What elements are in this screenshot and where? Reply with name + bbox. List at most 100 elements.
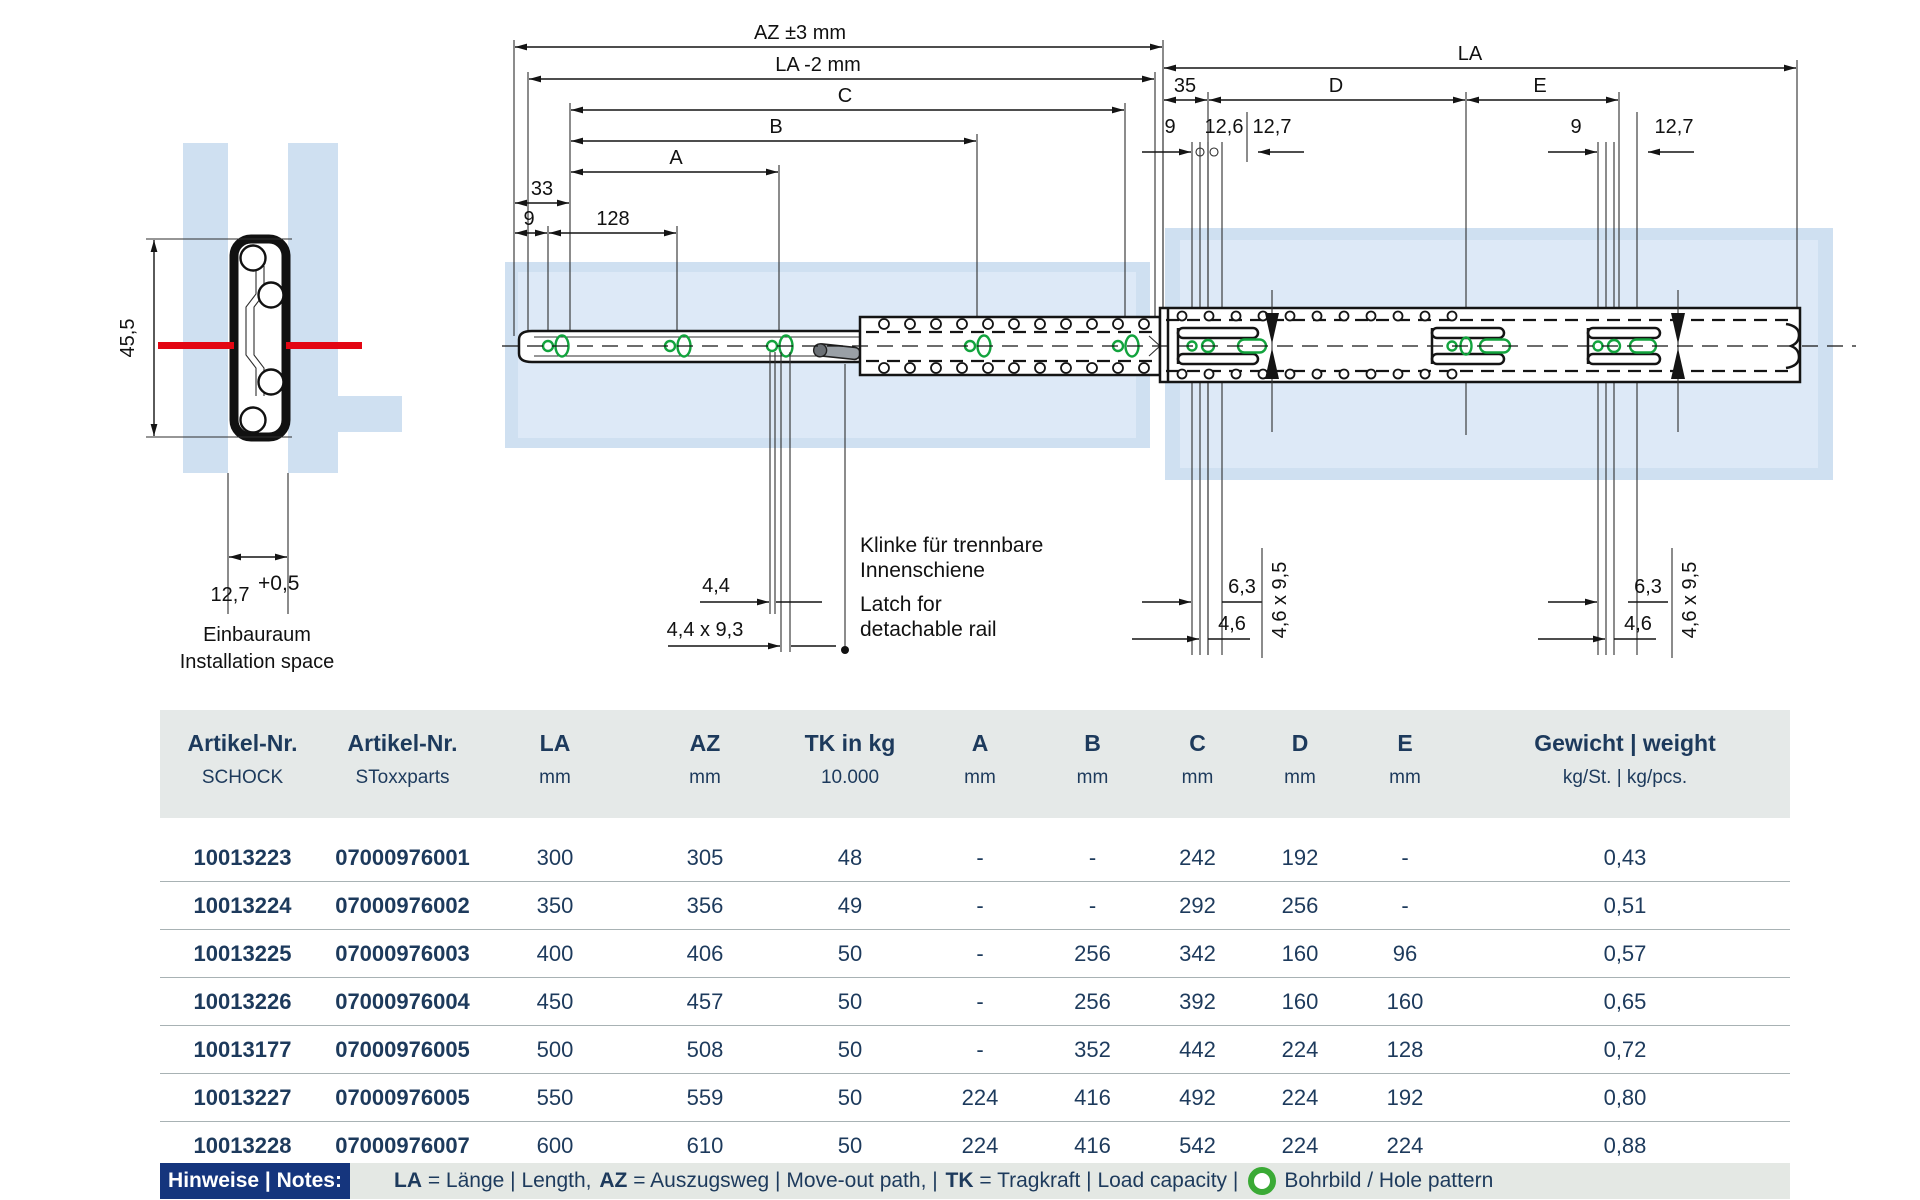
- value-cell: 0,51: [1603, 892, 1647, 918]
- latch-note-de-2: Innenschiene: [860, 559, 985, 582]
- value-cell: 0,57: [1603, 940, 1647, 966]
- latch-lever: [812, 343, 861, 361]
- value-cell: -: [1401, 892, 1409, 918]
- article-number: 10013225: [193, 940, 292, 966]
- header-sublabel: 10.000: [820, 767, 880, 788]
- notes-tk-key: TK: [945, 1169, 974, 1192]
- value-cell: 50: [837, 1132, 863, 1158]
- dim-46x95-left-label: 4,6 x 9,5: [1269, 562, 1291, 639]
- notes-az-def: = Auszugsweg | Move-out path, |: [627, 1169, 944, 1192]
- panel-right: [288, 143, 338, 473]
- value-cell: 96: [1392, 940, 1418, 966]
- article-number: 10013226: [193, 988, 292, 1014]
- article-number: 10013223: [193, 844, 292, 870]
- value-cell: 416: [1074, 1132, 1111, 1158]
- value-cell: 224: [1386, 1132, 1424, 1158]
- dim-44-label: 4,4: [702, 575, 730, 597]
- value-cell: 256: [1074, 940, 1111, 966]
- header-label: E: [1397, 730, 1413, 756]
- value-cell: 50: [837, 1084, 863, 1110]
- col-weight: Gewicht | weight kg/St. | kg/pcs.: [1460, 730, 1790, 818]
- header-sublabel: mm: [539, 767, 571, 788]
- notes-hole-pattern: Bohrbild / Hole pattern: [1284, 1169, 1494, 1192]
- value-cell: 224: [961, 1132, 999, 1158]
- dim-128-label: 128: [596, 208, 629, 230]
- value-cell: 352: [1074, 1036, 1111, 1062]
- centerline-mark-right: [286, 342, 362, 349]
- header-label: Artikel-Nr.: [187, 730, 298, 756]
- dim-63-right-label: 6,3: [1634, 576, 1662, 598]
- notes-az-key: AZ: [599, 1169, 628, 1192]
- header-label: A: [971, 730, 989, 756]
- value-cell: 192: [1386, 1084, 1424, 1110]
- value-cell: 50: [837, 940, 863, 966]
- dim-9-left-label: 9: [1164, 116, 1175, 138]
- value-cell: 508: [686, 1036, 724, 1062]
- value-cell: 350: [536, 892, 574, 918]
- value-cell: 400: [536, 940, 574, 966]
- value-cell: 406: [686, 940, 724, 966]
- article-number: 07000976005: [335, 1084, 470, 1110]
- article-number: 07000976001: [335, 844, 470, 870]
- dim-c-label: C: [838, 85, 852, 107]
- header-label: Gewicht | weight: [1534, 730, 1716, 756]
- ball-bearings-2: [1176, 310, 1458, 380]
- article-number: 07000976004: [335, 988, 470, 1014]
- technical-drawing: 45,5 12,7 +0,5 Einbauraum Installation s…: [117, 22, 1856, 673]
- value-cell: 610: [686, 1132, 724, 1158]
- value-cell: -: [1088, 892, 1097, 918]
- header-sublabel: mm: [1181, 767, 1214, 788]
- article-number: 07000976002: [335, 892, 470, 918]
- value-cell: 550: [536, 1084, 574, 1110]
- value-cell: 160: [1281, 988, 1319, 1014]
- dim-b-label: B: [769, 116, 782, 138]
- value-cell: -: [1401, 844, 1409, 870]
- value-cell: 256: [1281, 892, 1319, 918]
- extended-slide-drawing: AZ ±3 mm LA -2 mm C B A 33 9 128: [505, 22, 1164, 654]
- header-sublabel: mm: [1076, 767, 1109, 788]
- value-cell: 160: [1386, 988, 1424, 1014]
- notes-label: Hinweise | Notes:: [160, 1163, 350, 1199]
- dim-9-right-label: 9: [1570, 116, 1581, 138]
- dim-35-label: 35: [1174, 75, 1196, 97]
- header-sublabel: mm: [1389, 767, 1421, 788]
- slide-profile-icon: [229, 234, 291, 442]
- value-cell: 450: [536, 988, 574, 1014]
- hole-pattern-icon: [1248, 1167, 1277, 1195]
- value-cell: -: [976, 988, 984, 1014]
- value-cell: 192: [1281, 844, 1319, 870]
- dim-az-label: AZ ±3 mm: [754, 22, 846, 44]
- col-artikel-schock: Artikel-Nr.SCHOCK: [160, 730, 325, 818]
- latch-note-de-1: Klinke für trennbare: [860, 534, 1043, 557]
- header-label: B: [1084, 730, 1101, 756]
- section-markers: [1265, 290, 1685, 432]
- value-cell: 224: [1281, 1036, 1319, 1062]
- dim-33-label: 33: [531, 178, 553, 200]
- dim-e-label: E: [1533, 75, 1546, 97]
- value-cell: 128: [1386, 1036, 1424, 1062]
- value-cell: 48: [837, 844, 863, 870]
- dim-127-right-label: 12,7: [1655, 116, 1694, 138]
- latch-note-en-1: Latch for: [860, 593, 942, 616]
- header-sublabel: mm: [689, 767, 721, 788]
- value-cell: 392: [1179, 988, 1216, 1014]
- header-label: LA: [539, 730, 571, 756]
- col-artikel-stoxxparts: Artikel-Nr.SToxxparts: [325, 730, 480, 818]
- value-cell: 542: [1179, 1132, 1216, 1158]
- value-cell: 242: [1179, 844, 1216, 870]
- value-cell: 300: [536, 844, 574, 870]
- header-sublabel: kg/St. | kg/pcs.: [1562, 767, 1688, 788]
- notes-tk-def: = Tragkraft | Load capacity |: [973, 1169, 1239, 1192]
- value-cell: 292: [1179, 892, 1216, 918]
- centerline-mark-left: [158, 342, 234, 349]
- caption-en: Installation space: [180, 651, 335, 673]
- value-cell: 442: [1179, 1036, 1216, 1062]
- col-la: LA mm: [480, 730, 630, 818]
